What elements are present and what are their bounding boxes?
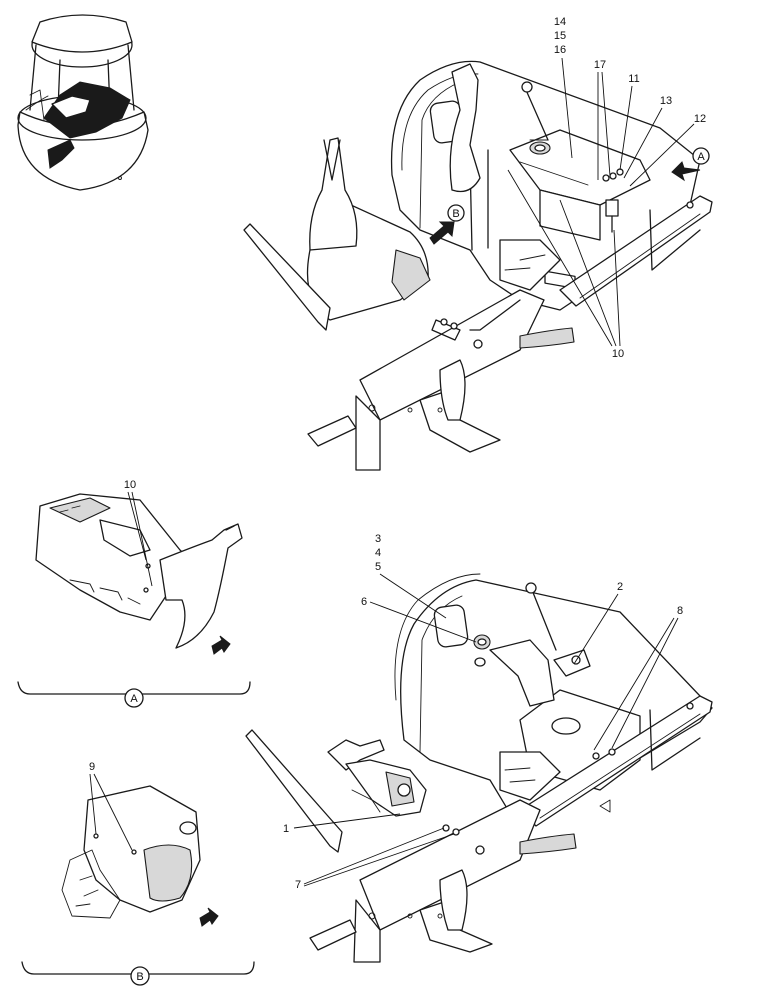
view-b-marker-top: B xyxy=(429,204,465,245)
detail-a-callout-10: 10 xyxy=(124,479,136,491)
callout-11: 11 xyxy=(628,73,639,85)
callout-2: 2 xyxy=(617,581,623,593)
callout-7: 7 xyxy=(295,879,301,891)
detail-b-label: B xyxy=(136,971,143,983)
callout-16: 16 xyxy=(554,44,566,56)
bottom-main-assembly xyxy=(245,573,713,963)
detail-b: 9 B xyxy=(21,761,255,986)
detail-a: 10 A xyxy=(17,479,251,708)
callout-10-top: 10 xyxy=(612,348,624,360)
view-a-marker-top: A xyxy=(671,147,710,182)
callout-8: 8 xyxy=(677,605,683,617)
top-main-assembly xyxy=(243,60,713,471)
view-b-letter-top: B xyxy=(452,208,459,220)
callout-6: 6 xyxy=(361,596,367,608)
callout-3: 3 xyxy=(375,533,381,545)
detail-b-callout-9: 9 xyxy=(89,761,95,773)
callout-4: 4 xyxy=(375,547,381,559)
view-a-letter-top: A xyxy=(697,151,705,163)
bottom-callouts: 3 4 5 6 2 8 1 7 xyxy=(283,533,683,891)
callout-12: 12 xyxy=(694,113,706,125)
callout-5: 5 xyxy=(375,561,381,573)
callout-1: 1 xyxy=(283,823,289,835)
thumbnail-arrow xyxy=(47,139,75,169)
callout-15: 15 xyxy=(554,30,566,42)
callout-14: 14 xyxy=(554,16,566,28)
callout-13: 13 xyxy=(660,95,672,107)
locator-thumbnail xyxy=(17,14,149,191)
top-callouts: 14 15 16 17 11 13 12 10 xyxy=(507,16,706,360)
callout-17: 17 xyxy=(594,59,606,71)
detail-a-label: A xyxy=(130,693,138,705)
